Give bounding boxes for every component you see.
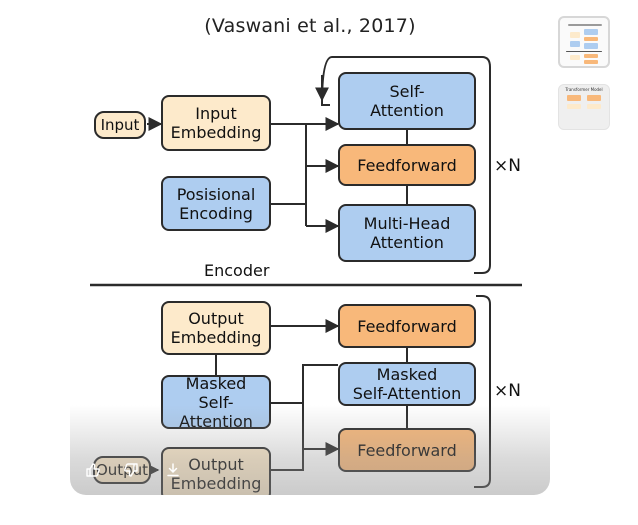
encoder-repeat-label: ×N	[494, 156, 521, 176]
line-embedding-up	[269, 364, 338, 471]
output-embedding-bottom-box: Output Embedding	[161, 447, 271, 495]
download-icon[interactable]	[162, 459, 184, 481]
positional-encoding-box: Posisional Encoding	[161, 176, 271, 231]
encoder-feedforward-box: Feedforward	[338, 144, 476, 186]
image-caption: (Vaswani et al., 2017)	[204, 15, 416, 37]
decoder-repeat-label: ×N	[494, 381, 521, 401]
output-embedding-top-box: Output Embedding	[161, 301, 271, 355]
multi-head-attention-box: Multi-Head Attention	[338, 204, 476, 262]
masked-self-attention-left-box: Masked Self-Attention	[161, 374, 271, 431]
thumbnail-2[interactable]: Transformer Model	[558, 84, 610, 130]
encoder-label: Encoder	[204, 261, 270, 280]
thumbs-down-icon[interactable]	[120, 459, 142, 481]
image-viewer: Input Input Embedding Posisional Encodin…	[70, 45, 550, 495]
decoder-feedforward-bottom-box: Feedforward	[338, 428, 476, 472]
thumbnail-1[interactable]	[558, 16, 610, 68]
input-embedding-box: Input Embedding	[161, 95, 271, 151]
output-box: Output	[93, 456, 151, 484]
decoder-bracket	[474, 295, 491, 488]
thumbs-up-icon[interactable]	[82, 459, 104, 481]
thumbnail-2-title: Transformer Model	[565, 87, 603, 92]
decoder-feedforward-top-box: Feedforward	[338, 304, 476, 348]
line-masked-left-down	[269, 402, 304, 456]
input-box: Input	[94, 111, 146, 139]
encoder-loop-bracket	[320, 56, 491, 274]
masked-self-attention-right-box: Masked Self-Attention	[338, 362, 476, 406]
diagram-connectors	[90, 56, 522, 488]
self-attention-box: Self- Attention	[338, 72, 476, 130]
